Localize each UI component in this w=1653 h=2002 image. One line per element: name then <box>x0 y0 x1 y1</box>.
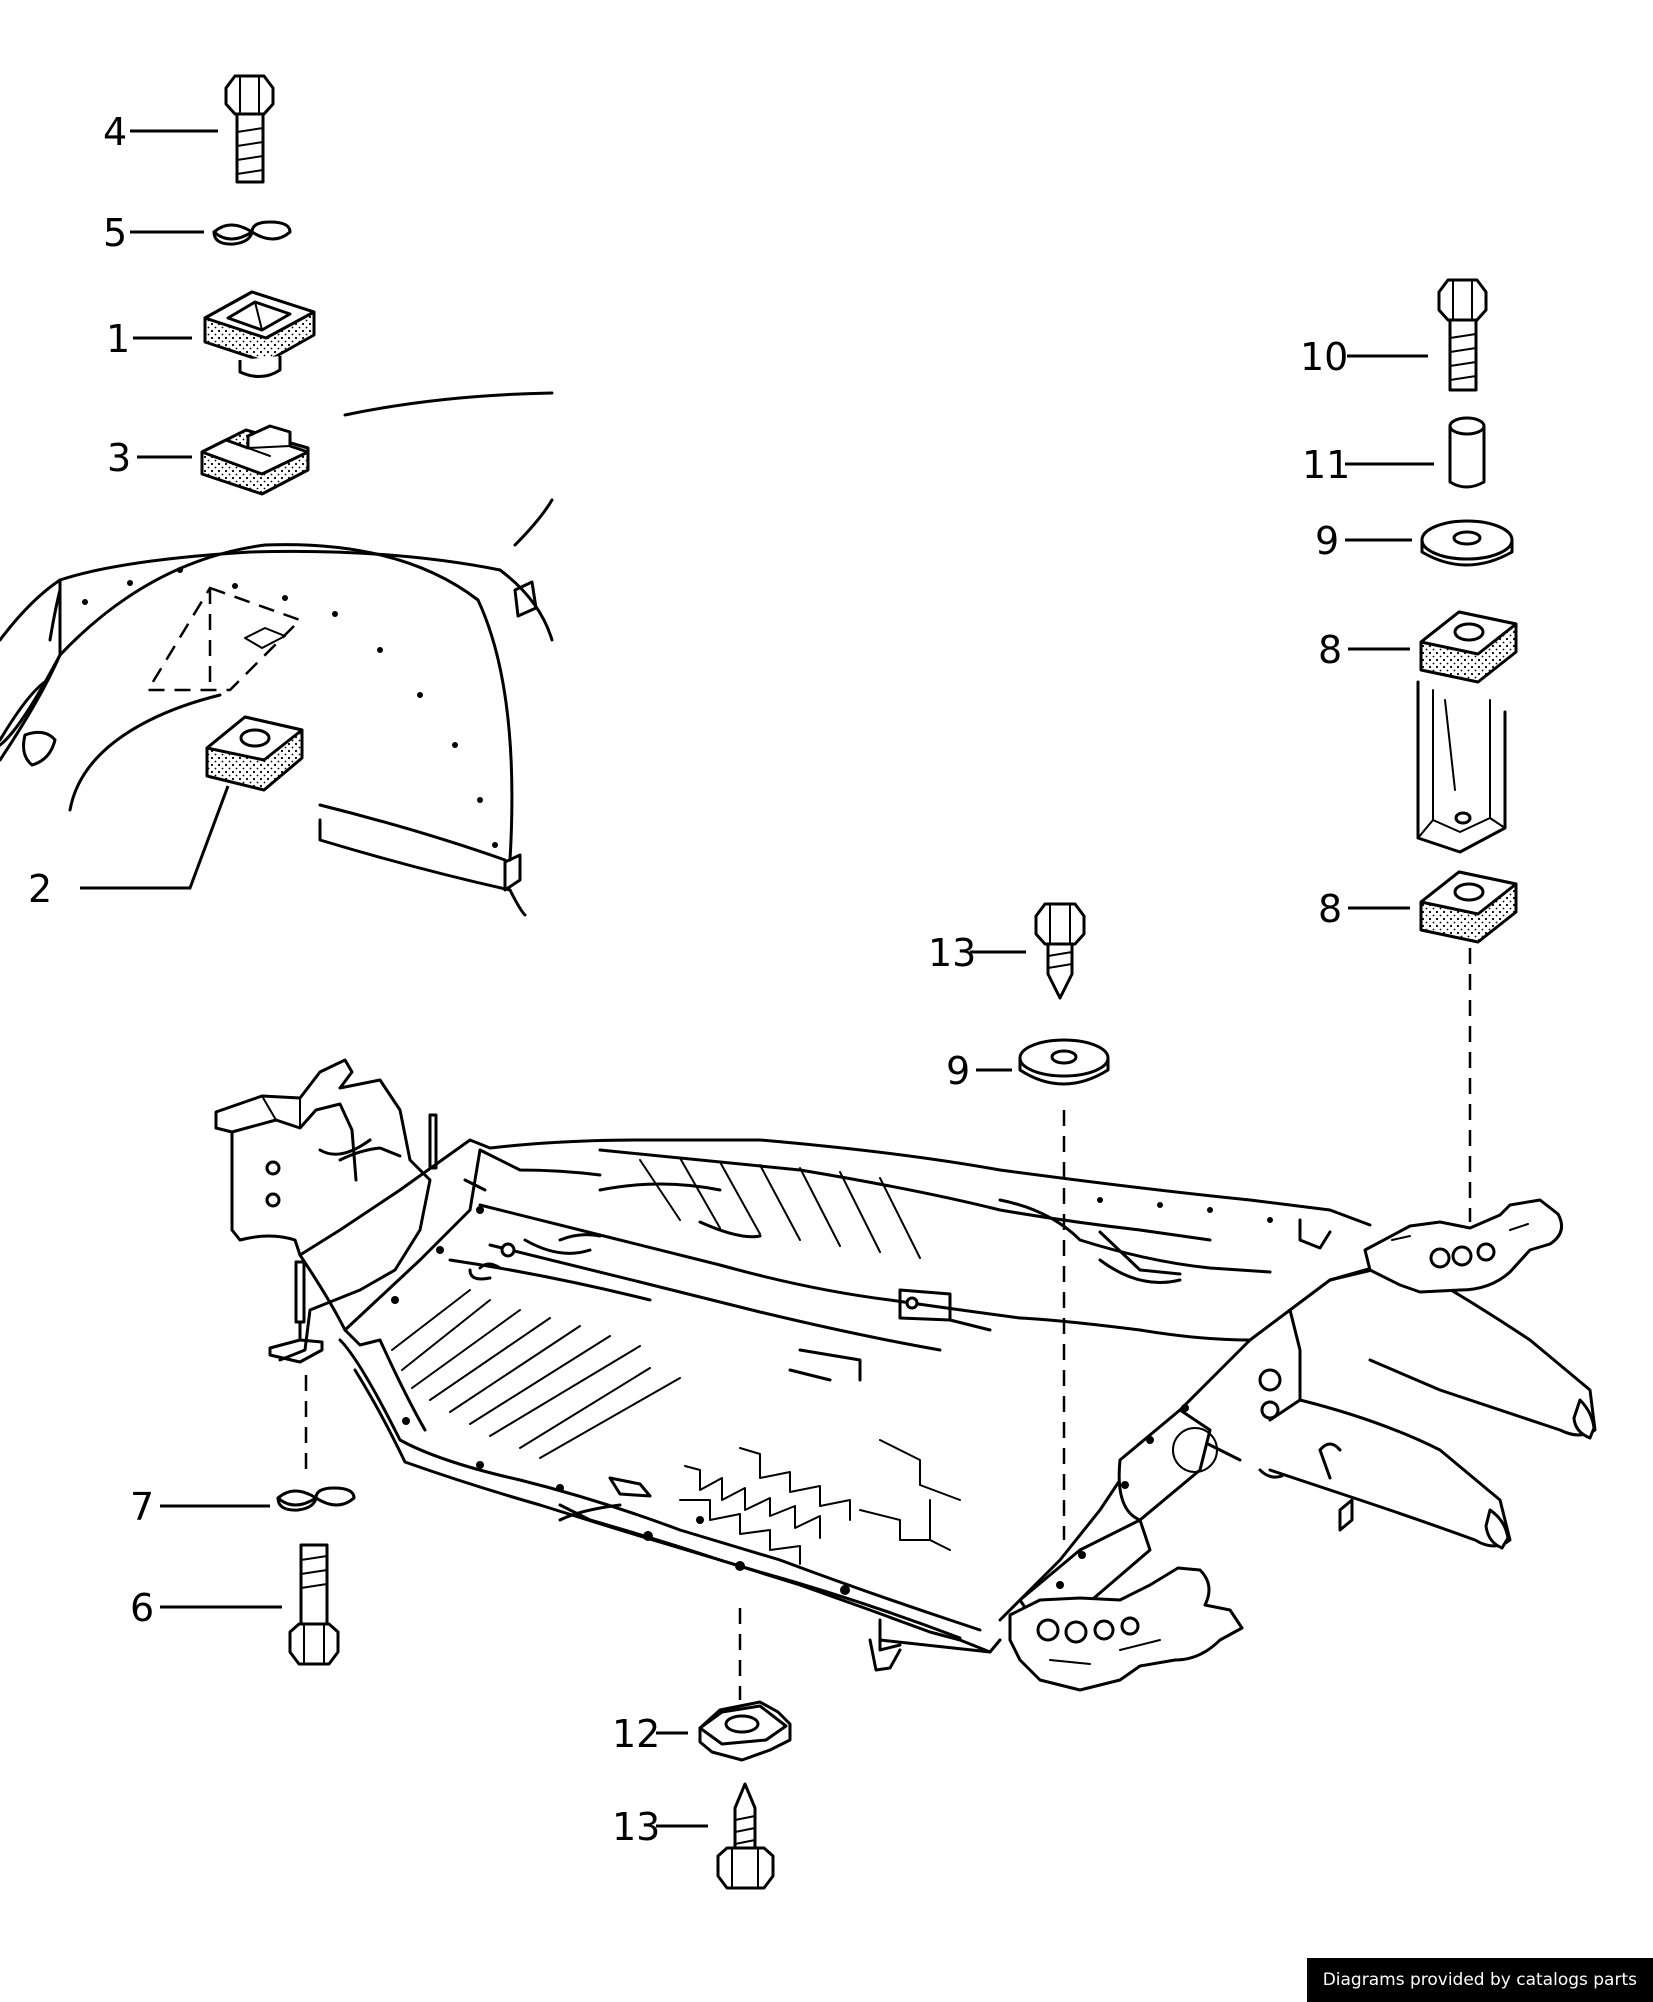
callout-12: 12 <box>612 1712 660 1756</box>
callout-leaders <box>80 129 1434 1828</box>
callout-11: 11 <box>1302 443 1350 487</box>
callout-8-lower: 8 <box>1318 887 1342 931</box>
callout-13-lower: 13 <box>612 1805 660 1849</box>
hex-bolt-6-icon <box>288 1543 340 1666</box>
floor-pan-chassis <box>214 1058 1597 1692</box>
callout-1: 1 <box>106 317 130 361</box>
spring-washer-7-icon <box>276 1486 356 1512</box>
chassis-rivets <box>391 1197 1273 1595</box>
nut-plate-12-icon <box>698 1700 792 1762</box>
callout-13-upper: 13 <box>928 931 976 975</box>
callout-9-center: 9 <box>946 1049 970 1093</box>
square-pad-8-upper-icon <box>1419 610 1518 684</box>
square-pad-2-icon <box>205 715 304 792</box>
flat-washer-9-icon <box>1420 519 1514 567</box>
callout-9-upper: 9 <box>1315 519 1339 563</box>
callout-4: 4 <box>103 110 127 154</box>
fender-panel <box>0 391 554 917</box>
fender-rivets <box>82 567 498 848</box>
callout-2: 2 <box>28 867 52 911</box>
callout-5: 5 <box>103 211 127 255</box>
hex-bolt-10-icon <box>1437 278 1488 392</box>
hex-bolt-4-icon <box>224 74 275 184</box>
credit-label: Diagrams provided by catalogs parts <box>1306 1958 1653 2002</box>
shaped-pad-3-icon <box>200 424 310 496</box>
callout-numbers: 4 5 1 3 2 10 11 9 8 8 13 9 7 6 12 13 <box>28 110 1350 1849</box>
callout-6: 6 <box>130 1586 154 1630</box>
flat-washer-9-center-icon <box>1018 1038 1110 1086</box>
square-pad-8-lower-icon <box>1419 870 1518 944</box>
callout-8-upper: 8 <box>1318 628 1342 672</box>
body-pillar-section <box>1416 680 1507 854</box>
assembly-lines <box>304 948 1472 1700</box>
callout-10: 10 <box>1300 335 1348 379</box>
self-tap-bolt-13-upper-icon <box>1034 902 1086 1000</box>
spring-washer-5-icon <box>212 220 292 246</box>
callout-3: 3 <box>107 436 131 480</box>
self-tap-bolt-13-lower-icon <box>716 1782 775 1890</box>
sleeve-11-icon <box>1448 416 1486 489</box>
mount-pad-1-icon <box>203 290 316 378</box>
callout-7: 7 <box>130 1485 154 1529</box>
